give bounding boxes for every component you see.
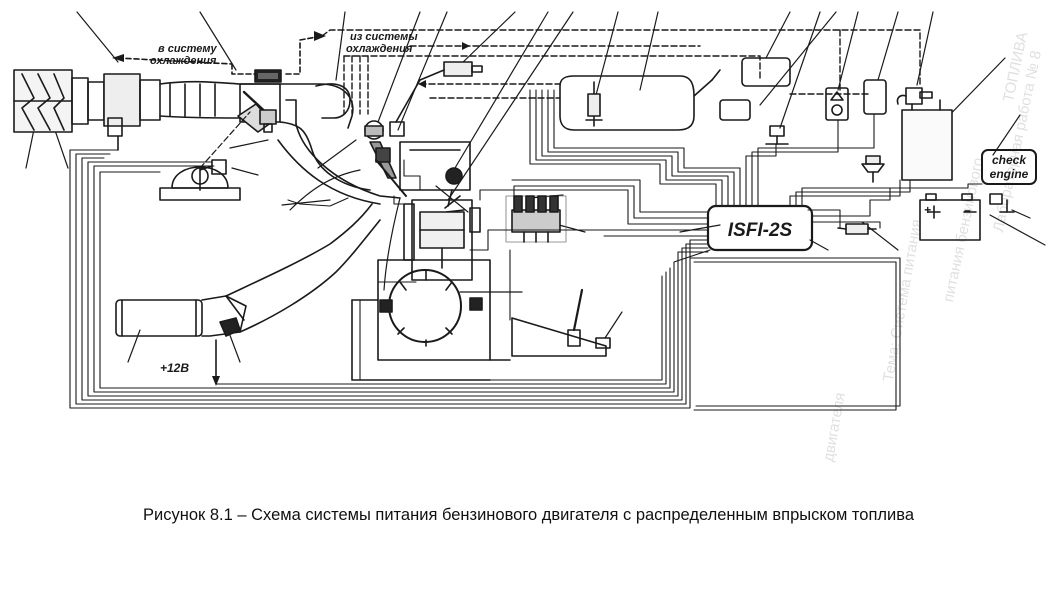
to-cooling-label-1: в систему bbox=[158, 43, 218, 55]
engine-block bbox=[403, 199, 481, 281]
hose bbox=[383, 197, 401, 291]
speed-sensor bbox=[861, 155, 885, 183]
coolant-lines bbox=[112, 31, 326, 75]
battery bbox=[919, 193, 1015, 241]
battery-minus-label: – bbox=[964, 203, 971, 217]
leader-lines bbox=[25, 11, 1046, 363]
evap-canister bbox=[741, 57, 791, 87]
wiring-harness bbox=[69, 89, 983, 411]
check-engine-lamp bbox=[981, 149, 1037, 185]
fuel-arrow-icon bbox=[418, 80, 426, 88]
cylinder-head bbox=[399, 141, 471, 213]
check-engine-text-1: check bbox=[992, 153, 1027, 167]
air-flow-meter bbox=[71, 73, 161, 151]
voltage-label: +12В bbox=[160, 361, 189, 375]
check-engine-text-2: engine bbox=[990, 167, 1029, 181]
from-cooling-label-2: охлаждения bbox=[346, 43, 413, 55]
ignition-switch bbox=[837, 223, 877, 235]
fuel-lines-dashed bbox=[321, 29, 921, 115]
hose bbox=[289, 169, 361, 211]
crankcase bbox=[377, 259, 491, 361]
engine-outline bbox=[351, 299, 511, 381]
fuel-tank bbox=[559, 69, 721, 131]
connector bbox=[989, 193, 1003, 205]
temperature-sensor bbox=[199, 159, 227, 175]
figure-caption: Рисунок 8.1 – Схема системы питания бенз… bbox=[143, 506, 914, 524]
ignition-module bbox=[505, 195, 567, 243]
ecu-box bbox=[706, 204, 814, 252]
exhaust-pipe bbox=[115, 203, 381, 337]
purge-valve bbox=[719, 99, 751, 121]
to-cooling-label-2: охлаждения bbox=[150, 55, 217, 67]
crank-pulley bbox=[159, 166, 241, 201]
fuel-pump-relay bbox=[896, 87, 933, 105]
accelerator-pedal bbox=[511, 288, 611, 357]
air-filter bbox=[13, 69, 73, 133]
pressure-sensor bbox=[765, 125, 789, 145]
battery-plus-label: + bbox=[924, 203, 931, 217]
ignition-coil bbox=[901, 99, 953, 181]
fuel-arrow-icon bbox=[462, 42, 470, 50]
lambda-sensor bbox=[212, 317, 241, 386]
intake-manifold bbox=[277, 83, 401, 205]
ecu-label: ISFI-2S bbox=[728, 220, 793, 241]
from-cooling-label-1: из системы bbox=[350, 31, 418, 43]
relay-box bbox=[863, 79, 887, 115]
pressure-regulator bbox=[395, 61, 483, 123]
idle-air-valve bbox=[259, 109, 277, 133]
sensor-block bbox=[825, 87, 849, 121]
